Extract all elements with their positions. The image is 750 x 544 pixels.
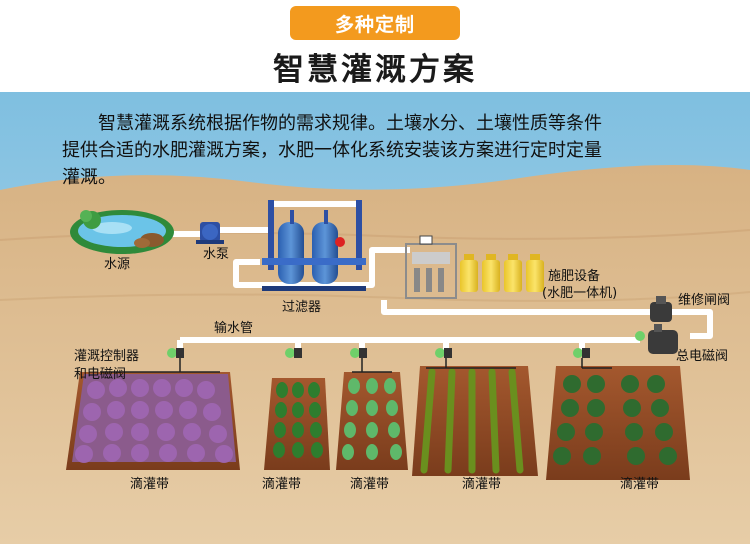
label-filter: 过滤器 [282,300,321,315]
label-controller-2: 和电磁阀 [74,367,126,382]
label-drip-4: 滴灌带 [462,476,501,492]
fertilizer-machine [405,235,544,299]
label-drip-5: 滴灌带 [620,476,659,492]
label-water-source: 水源 [104,257,130,272]
main-solenoid-valve [635,324,678,354]
description-line-2: 提供合适的水肥灌溉方案，水肥一体化系统安装该方案进行定时定量 [62,140,602,161]
maintenance-valve [650,296,672,322]
water-pump [196,222,224,244]
sub-solenoid-valves [167,348,590,358]
filter-unit [262,200,366,291]
label-main-valve: 总电磁阀 [676,349,728,364]
description-line-3: 灌溉。 [62,167,116,188]
description-paragraph: 智慧灌溉系统根据作物的需求规律。土壤水分、土壤性质等条件 提供合适的水肥灌溉方案… [62,110,702,191]
water-source-pond [70,210,174,254]
header-badge: 多种定制 [290,6,460,40]
label-fertilizer-2: (水肥一体机) [542,286,617,301]
label-pump: 水泵 [203,247,229,262]
crop-bed-5 [546,358,690,480]
label-drip-3: 滴灌带 [350,476,389,492]
crop-bed-2 [264,378,330,470]
label-controller-1: 灌溉控制器 [74,349,139,364]
page-title: 智慧灌溉方案 [273,52,477,88]
label-drip-2: 滴灌带 [262,476,301,492]
label-drip-1: 滴灌带 [130,476,169,492]
crop-bed-4 [412,358,538,476]
crop-bed-1 [66,358,240,470]
description-line-1: 智慧灌溉系统根据作物的需求规律。土壤水分、土壤性质等条件 [98,113,602,134]
crop-bed-3 [336,358,408,470]
label-maintenance-valve: 维修闸阀 [678,293,730,308]
label-fertilizer-1: 施肥设备 [548,268,600,284]
label-pipe: 输水管 [214,320,253,336]
